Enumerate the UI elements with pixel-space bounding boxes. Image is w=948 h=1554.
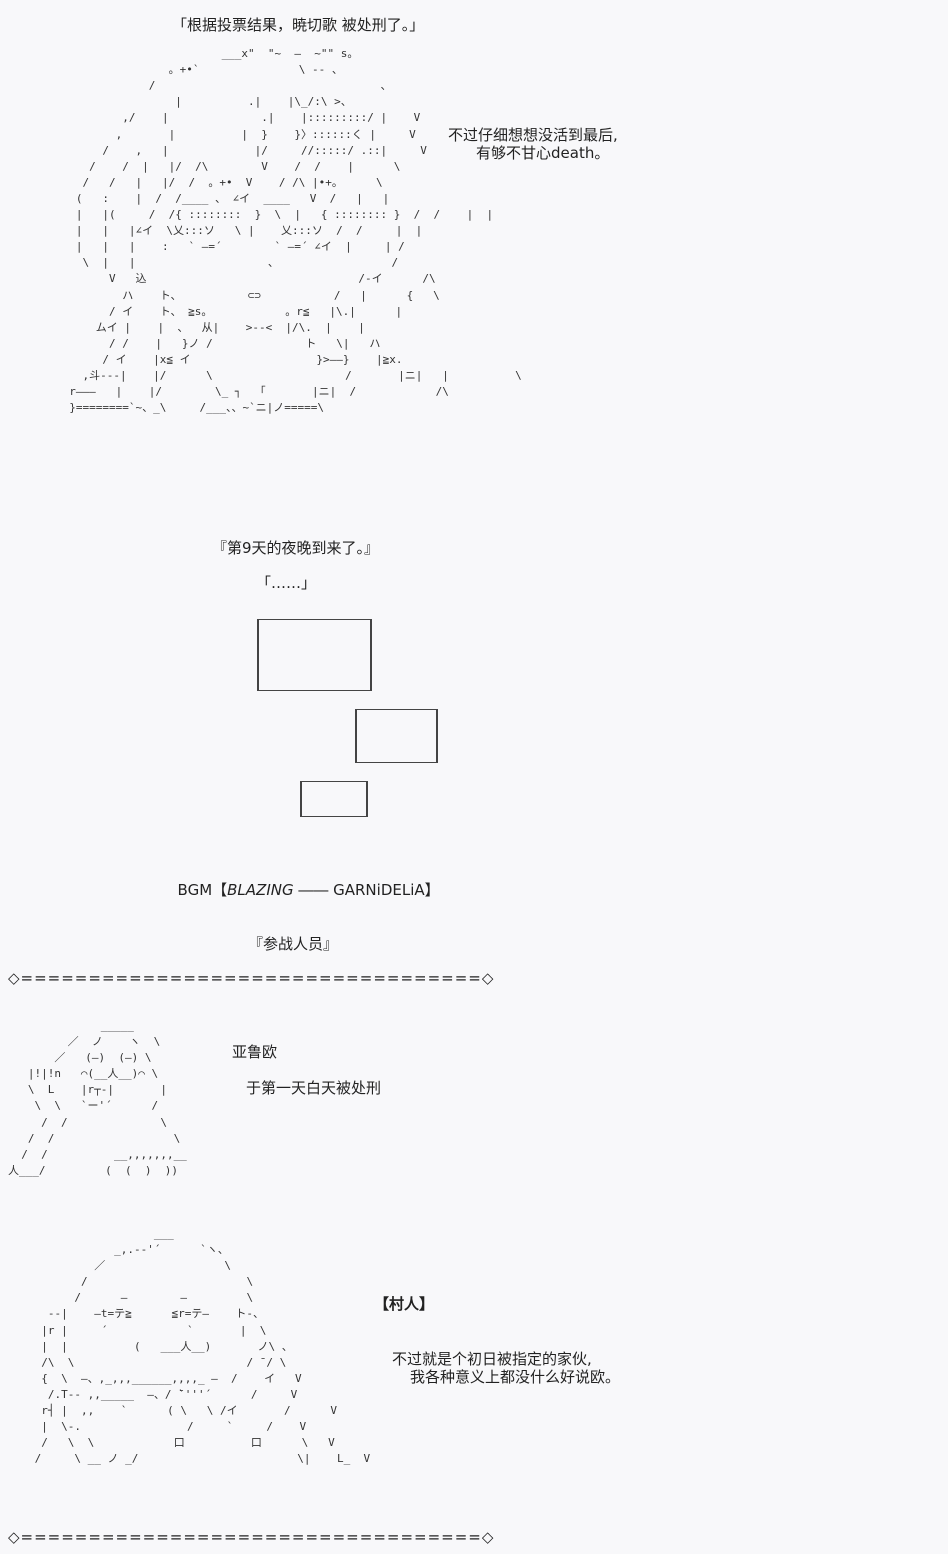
bgm-prefix: BGM【 [177,881,228,899]
aruo-ascii-art: _____ ／ ノ ヽ \ ／ (―) (―) \ |!|!n ⌒(__人__)… [8,1019,187,1177]
aruo-fate: 于第一天白天被处刑 [246,1079,382,1097]
empty-panel-large [257,619,372,691]
kirika-ascii-art: ___x" "~ ― ~"" s。 。+•` \ -- 、 / 、 | .| |… [69,47,522,415]
villager-speech-line-2: 我各种意义上都没什么好说欧。 [410,1368,621,1386]
villager-role: 【村人】 [374,1295,435,1313]
bgm-suffix: ―― GARNiDELiA】 [293,881,440,899]
ellipsis-line: 「……」 [256,574,317,592]
kirika-speech-line-1: 不过仔细想想没活到最后, [448,126,618,144]
bgm-line: BGM【BLAZING ―― GARNiDELiA】 [168,863,440,899]
empty-panel-small [300,781,368,817]
kirika-speech-line-2: 有够不甘心death。 [476,144,610,162]
night-announcement: 『第9天的夜晚到来了。』 [212,539,380,557]
villager-speech-line-1: 不过就是个初日被指定的家伙, [392,1350,592,1368]
aruo-name: 亚鲁欧 [232,1043,278,1061]
bgm-song-title: BLAZING [227,881,294,899]
execution-caption: 「根据投票结果，暁切歌 被处刑了。」 [172,16,425,34]
villager-ascii-art: ___ _,.-‐'´ `ヽ、 ／ \ / \ / ― ― \ -‐| ―t=テ… [34,1227,371,1466]
divider-top: ◇==================================◇ [8,969,495,987]
empty-panel-medium [355,709,438,763]
participants-heading: 『参战人员』 [248,935,339,953]
divider-bottom: ◇==================================◇ [8,1528,495,1546]
